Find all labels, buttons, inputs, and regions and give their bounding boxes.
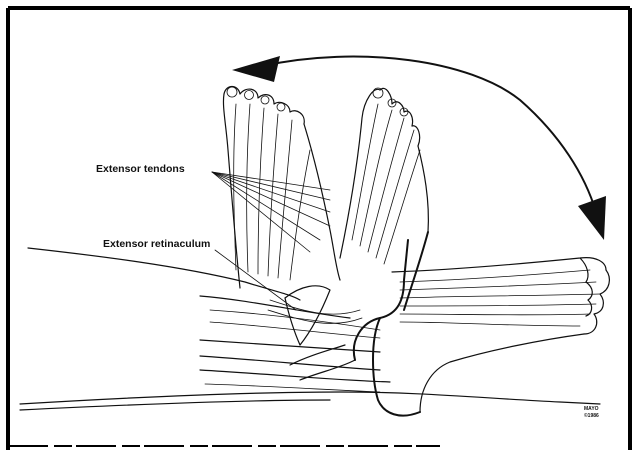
arrowhead-left <box>232 56 280 82</box>
arrowhead-right <box>578 196 606 240</box>
foot-plantarflexed <box>392 258 609 412</box>
figure-frame <box>8 8 630 450</box>
foot-neutral <box>340 88 428 310</box>
extensor-retinaculum-band <box>215 250 362 345</box>
ground-line <box>20 392 600 410</box>
heel-outline <box>290 240 420 416</box>
stamp-line-2: ©1986 <box>584 412 599 419</box>
label-extensor-retinaculum: Extensor retinaculum <box>103 238 210 250</box>
label-extensor-tendons: Extensor tendons <box>96 163 185 175</box>
foot-dorsiflexed <box>223 87 340 289</box>
stamp-line-1: MAYO <box>584 406 599 412</box>
copyright-stamp: MAYO ©1986 <box>584 406 599 419</box>
leg-outline <box>28 248 390 392</box>
